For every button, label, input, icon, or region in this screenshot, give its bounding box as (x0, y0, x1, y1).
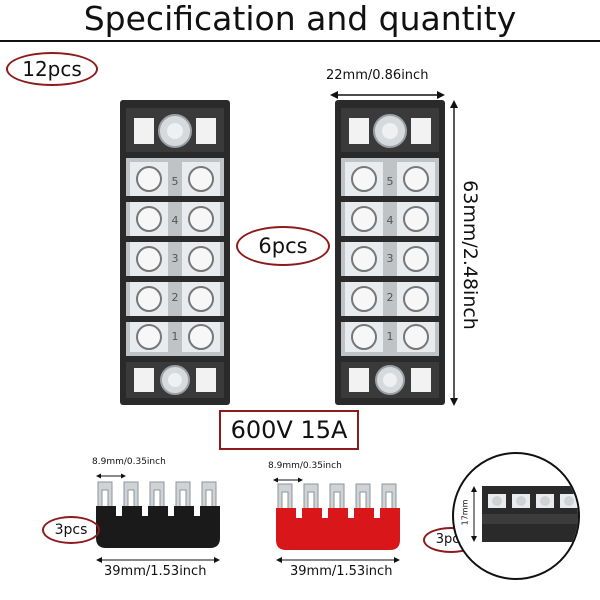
terminal-block-left: 1 2 3 4 5 (120, 100, 230, 405)
terminal-number: 4 (171, 213, 179, 227)
terminal-block-right: 1 2 3 4 5 (335, 100, 445, 405)
page-title: Specification and quantity (83, 0, 517, 38)
terminal-number: 2 (386, 291, 394, 305)
quantity-text-black-jumper: 3pcs (54, 522, 88, 538)
terminal-block-right-drawing (335, 100, 445, 405)
black-jumper-length-label: 39mm/1.53inch (104, 564, 207, 579)
terminal-numbers-right: 1 2 3 4 5 (384, 162, 396, 356)
terminal-number: 3 (171, 252, 179, 266)
side-profile-drawing (471, 486, 578, 542)
terminal-numbers-left: 1 2 3 4 5 (169, 162, 181, 356)
rating-text: 600V 15A (230, 416, 348, 444)
terminal-number: 5 (171, 174, 179, 188)
quantity-text-positions: 6pcs (258, 234, 308, 258)
black-jumper-length-arrow (96, 557, 220, 563)
quantity-badge-black-jumper: 3pcs (42, 516, 100, 544)
side-profile-inset: 17mm (452, 452, 580, 580)
black-jumper-pitch-arrow (96, 473, 126, 479)
terminal-number: 5 (386, 174, 394, 188)
title-divider (0, 40, 600, 42)
terminal-number: 4 (386, 213, 394, 227)
red-jumper-pitch-label: 8.9mm/0.35inch (268, 461, 342, 471)
terminal-number: 2 (171, 291, 179, 305)
red-jumper-length-label: 39mm/1.53inch (290, 564, 393, 579)
width-dimension-arrow (330, 91, 445, 99)
terminal-block-left-drawing (120, 100, 230, 405)
height-dimension-label: 63mm/2.48inch (459, 180, 481, 330)
red-jumper-pitch-arrow (273, 477, 303, 483)
quantity-badge-blocks: 12pcs (6, 52, 98, 86)
red-jumper-length-arrow (276, 557, 400, 563)
black-jumper-bar (96, 481, 220, 548)
height-dimension-arrow (450, 100, 458, 406)
red-jumper-bar (276, 483, 400, 550)
rating-label: 600V 15A (219, 410, 359, 450)
terminal-number: 3 (386, 252, 394, 266)
black-jumper-pitch-label: 8.9mm/0.35inch (92, 457, 166, 467)
width-dimension-label: 22mm/0.86inch (326, 68, 429, 83)
quantity-text-blocks: 12pcs (22, 57, 82, 81)
inset-height-label: 17mm (460, 499, 470, 526)
quantity-badge-positions: 6pcs (236, 226, 330, 266)
terminal-number: 1 (386, 330, 394, 344)
terminal-number: 1 (171, 330, 179, 344)
